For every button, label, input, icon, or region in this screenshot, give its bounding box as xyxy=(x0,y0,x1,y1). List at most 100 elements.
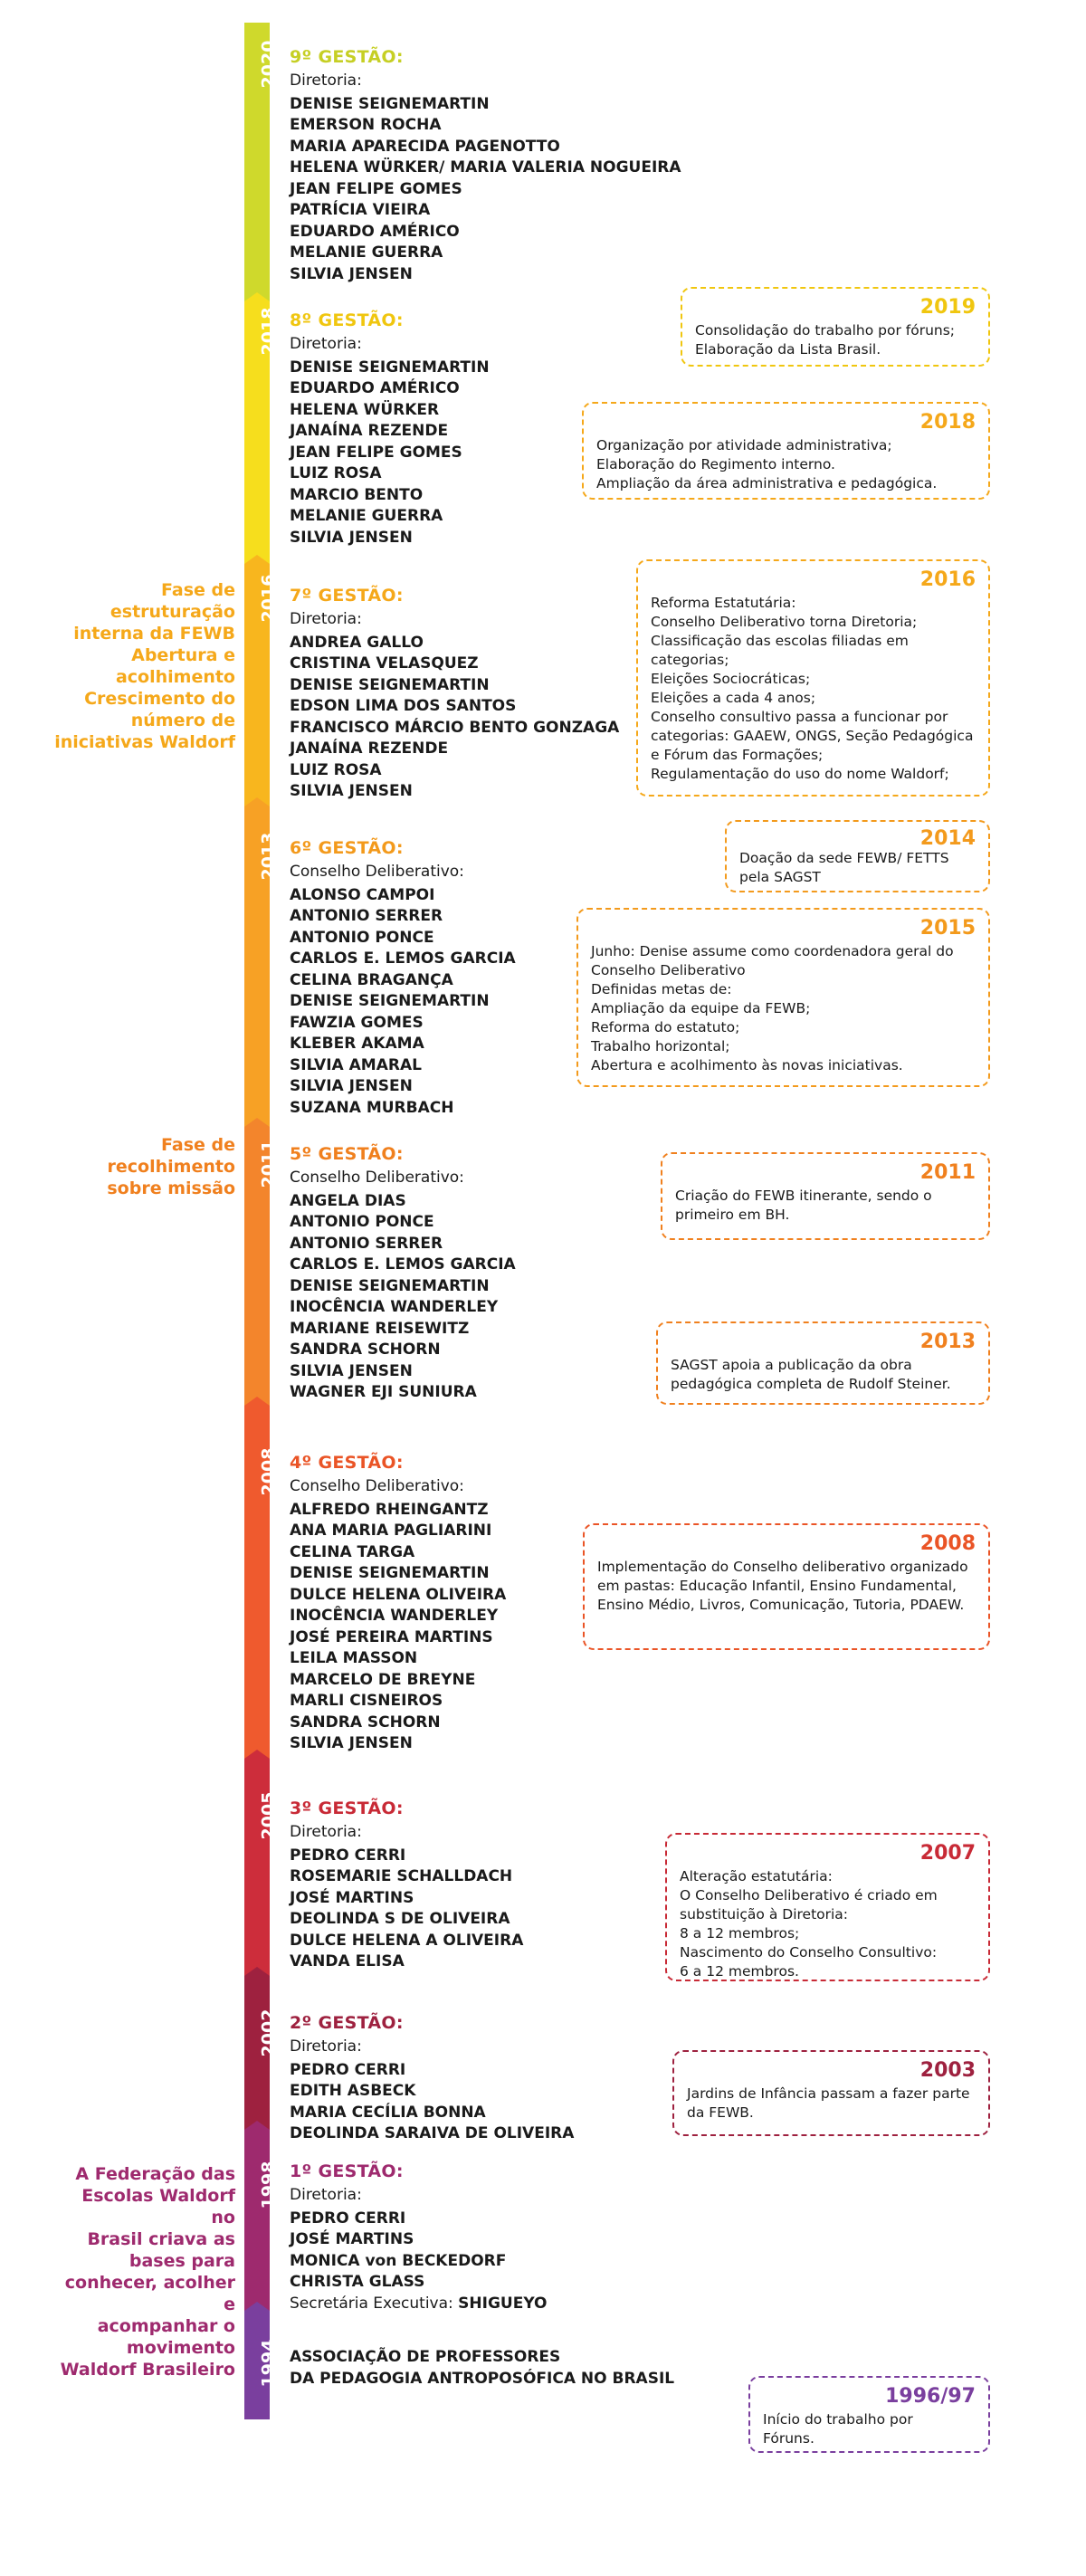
association-block: ASSOCIAÇÃO DE PROFESSORES DA PEDAGOGIA A… xyxy=(290,2346,688,2390)
timeline-year: 2011 xyxy=(258,1140,279,1188)
member-name: CARLOS E. LEMOS GARCIA xyxy=(290,1255,516,1274)
member-name: DEOLINDA S DE OLIVEIRA xyxy=(290,1910,510,1928)
gestao-role: Diretoria: xyxy=(290,2186,362,2204)
bar-segment-2008 xyxy=(244,1397,270,1759)
member-name: HELENA WÜRKER xyxy=(290,400,440,419)
event-text: SAGST apoia a publicação da obra pedagóg… xyxy=(671,1357,951,1392)
member-name: CRISTINA VELASQUEZ xyxy=(290,654,479,673)
gestao-role: Diretoria: xyxy=(290,610,362,628)
bar-segment-1994 xyxy=(244,2302,270,2419)
gestao-block: 2º GESTÃO: Diretoria: PEDRO CERRI EDITH … xyxy=(290,2013,688,2145)
secretaria-line: Secretária Executiva: SHIGUEYO xyxy=(290,2294,688,2315)
event-year: 2007 xyxy=(919,1842,976,1865)
member-name: LUIZ ROSA xyxy=(290,760,382,779)
event-box: 2007 Alteração estatutária: O Conselho D… xyxy=(665,1833,990,1981)
member-name: SILVIA JENSEN xyxy=(290,1734,413,1752)
member-name: MARIANE REISEWITZ xyxy=(290,1319,470,1338)
gestao-block: 6º GESTÃO: Conselho Deliberativo: ALONSO… xyxy=(290,838,688,1119)
gestao-title: 7º GESTÃO: xyxy=(290,586,404,606)
member-name: ANDREA GALLO xyxy=(290,633,424,652)
gestao-block: 3º GESTÃO: Diretoria: PEDRO CERRI ROSEMA… xyxy=(290,1798,688,1973)
event-box: 2013 SAGST apoia a publicação da obra pe… xyxy=(656,1321,990,1405)
member-name: FAWZIA GOMES xyxy=(290,1013,424,1032)
member-name: PATRÍCIA VIEIRA xyxy=(290,201,431,219)
member-name: JOSÉ PEREIRA MARTINS xyxy=(290,1627,493,1646)
member-list: ALONSO CAMPOI ANTONIO SERRER ANTONIO PON… xyxy=(290,885,688,1120)
phase-label: Fase de recolhimento sobre missão xyxy=(107,1135,235,1198)
member-name: DULCE HELENA A OLIVEIRA xyxy=(290,1931,524,1950)
member-name: DENISE SEIGNEMARTIN xyxy=(290,94,490,113)
member-name: ANTONIO PONCE xyxy=(290,1213,434,1231)
event-box: 2018 Organização por atividade administr… xyxy=(582,402,990,500)
timeline-year: 2008 xyxy=(258,1447,279,1496)
member-name: INOCÊNCIA WANDERLEY xyxy=(290,1298,499,1316)
event-year: 2003 xyxy=(919,2059,976,2082)
member-name: MELANIE GUERRA xyxy=(290,243,443,262)
gestao-block: 8º GESTÃO: Diretoria: DENISE SEIGNEMARTI… xyxy=(290,310,688,549)
secretaria-label: Secretária Executiva: xyxy=(290,2294,459,2313)
member-name: VANDA ELISA xyxy=(290,1952,405,1970)
gestao-title: 2º GESTÃO: xyxy=(290,2013,404,2033)
gestao-role: Diretoria: xyxy=(290,335,362,353)
event-text: Criação do FEWB itinerante, sendo o prim… xyxy=(675,1188,932,1223)
gestao-role: Conselho Deliberativo: xyxy=(290,1477,464,1495)
member-name: SILVIA JENSEN xyxy=(290,782,413,800)
member-name: JOSÉ MARTINS xyxy=(290,2230,414,2248)
member-name: JEAN FELIPE GOMES xyxy=(290,443,462,462)
bar-segment-2018 xyxy=(244,292,270,564)
member-name: JANAÍNA REZENDE xyxy=(290,739,449,758)
event-text: Implementação do Conselho deliberativo o… xyxy=(597,1559,968,1613)
gestao-block: 4º GESTÃO: Conselho Deliberativo: ALFRED… xyxy=(290,1453,688,1755)
member-list: ALFREDO RHEINGANTZ ANA MARIA PAGLIARINI … xyxy=(290,1500,688,1755)
member-name: EDUARDO AMÉRICO xyxy=(290,222,460,241)
gestao-role: Diretoria: xyxy=(290,2037,362,2056)
gestao-block: 1º GESTÃO: Diretoria: PEDRO CERRI JOSÉ M… xyxy=(290,2161,688,2316)
member-name: DENISE SEIGNEMARTIN xyxy=(290,992,490,1010)
member-name: EDSON LIMA DOS SANTOS xyxy=(290,697,517,715)
event-text: Jardins de Infância passam a fazer parte… xyxy=(687,2085,970,2121)
event-box: 2019 Consolidação do trabalho por fóruns… xyxy=(681,287,990,367)
member-name: DENISE SEIGNEMARTIN xyxy=(290,1276,490,1295)
event-year: 2016 xyxy=(919,568,976,591)
gestao-role: Diretoria: xyxy=(290,1823,362,1841)
event-text: Reforma Estatutária: Conselho Deliberati… xyxy=(651,595,974,782)
member-list: ANGELA DIAS ANTONIO PONCE ANTONIO SERRER… xyxy=(290,1191,688,1404)
event-text: Organização por atividade administrativa… xyxy=(596,437,938,491)
member-name: EDUARDO AMÉRICO xyxy=(290,379,460,397)
event-year: 2011 xyxy=(919,1161,976,1184)
member-name: SUZANA MURBACH xyxy=(290,1098,454,1117)
gestao-title: 3º GESTÃO: xyxy=(290,1798,404,1818)
event-box: 2008 Implementação do Conselho deliberat… xyxy=(583,1523,990,1650)
member-name: PEDRO CERRI xyxy=(290,2209,406,2228)
member-list: ANDREA GALLO CRISTINA VELASQUEZ DENISE S… xyxy=(290,633,688,803)
member-name: PEDRO CERRI xyxy=(290,1846,406,1865)
member-name: DEOLINDA SARAIVA DE OLIVEIRA xyxy=(290,2124,575,2142)
timeline-year: 2016 xyxy=(258,574,279,623)
member-name: CARLOS E. LEMOS GARCIA xyxy=(290,949,516,968)
gestao-role: Conselho Deliberativo: xyxy=(290,863,464,881)
gestao-block: 7º GESTÃO: Diretoria: ANDREA GALLO CRIST… xyxy=(290,586,688,803)
association-title: ASSOCIAÇÃO DE PROFESSORES DA PEDAGOGIA A… xyxy=(290,2348,675,2388)
member-name: MELANIE GUERRA xyxy=(290,507,443,525)
member-list: DENISE SEIGNEMARTIN EMERSON ROCHA MARIA … xyxy=(290,94,688,286)
bar-segment-2013 xyxy=(244,797,270,1127)
member-name: SILVIA JENSEN xyxy=(290,264,413,283)
event-text: Junho: Denise assume como coordenadora g… xyxy=(591,943,954,1073)
event-year: 2015 xyxy=(919,917,976,940)
member-name: CELINA TARGA xyxy=(290,1542,415,1561)
timeline-year: 2005 xyxy=(258,1791,279,1840)
timeline-year: 1994 xyxy=(258,2339,279,2388)
gestao-block: 9º GESTÃO: Diretoria: DENISE SEIGNEMARTI… xyxy=(290,47,688,285)
timeline-year: 2018 xyxy=(258,307,279,356)
member-name: KLEBER AKAMA xyxy=(290,1035,424,1053)
member-name: MARLI CISNEIROS xyxy=(290,1692,443,1710)
member-name: SILVIA JENSEN xyxy=(290,1361,413,1380)
gestao-title: 6º GESTÃO: xyxy=(290,838,404,858)
member-name: JANAÍNA REZENDE xyxy=(290,422,449,440)
member-name: WAGNER EJI SUNIURA xyxy=(290,1383,477,1401)
member-name: SILVIA JENSEN xyxy=(290,1077,413,1095)
member-name: SANDRA SCHORN xyxy=(290,1340,441,1359)
phase-label: Fase de estruturação interna da FEWB Abe… xyxy=(54,580,235,752)
gestao-title: 9º GESTÃO: xyxy=(290,47,404,67)
member-name: HELENA WÜRKER/ MARIA VALERIA NOGUEIRA xyxy=(290,158,681,177)
